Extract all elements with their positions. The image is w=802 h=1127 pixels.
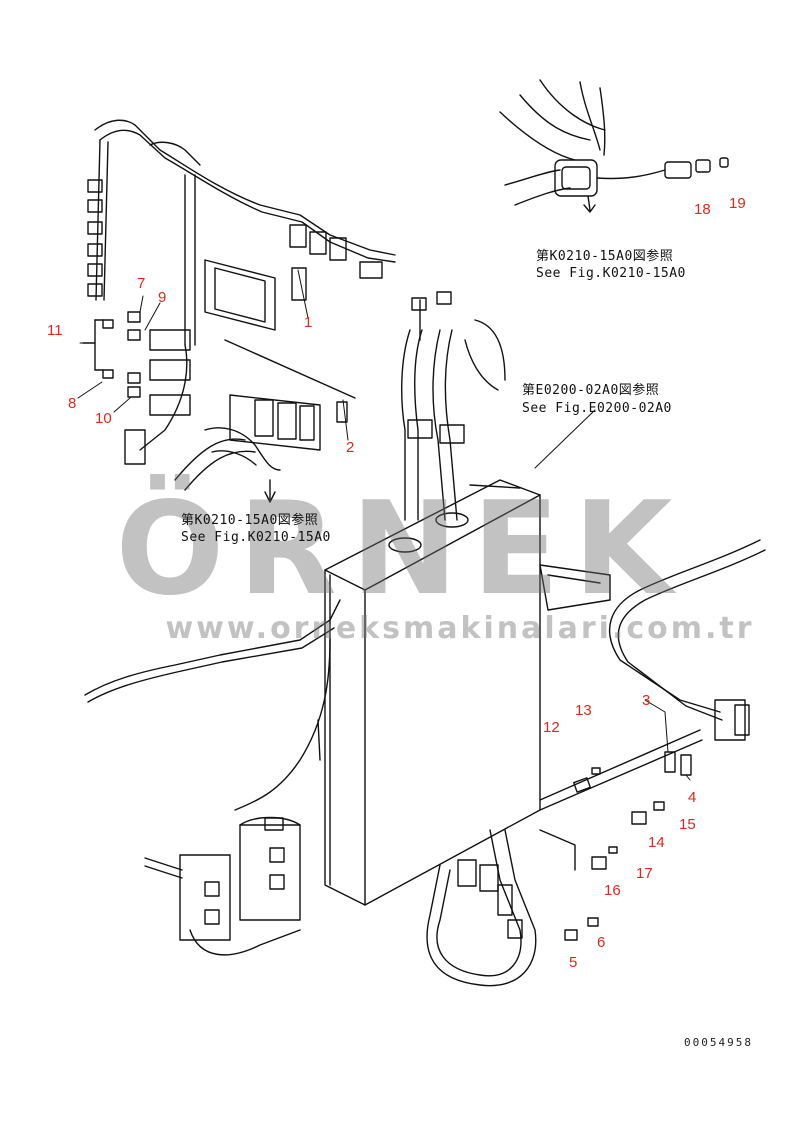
- watermark-url: www.orneksmakinalari.com.tr: [165, 611, 755, 646]
- callout-11: 11: [47, 322, 63, 339]
- callout-3: 3: [642, 692, 651, 709]
- lower-right-loop: [426, 829, 576, 987]
- lower-left-harness: [84, 599, 341, 956]
- callout-19: 19: [729, 195, 746, 212]
- ref-left-en: See Fig.K0210-15A0: [181, 530, 331, 545]
- callout-17: 17: [636, 865, 653, 882]
- top-right-inset-cable: [499, 79, 729, 213]
- leader-lines: [77, 269, 691, 781]
- center-hose-bundle: [359, 261, 506, 521]
- loose-parts: [82, 311, 692, 941]
- callout-4: 4: [688, 789, 697, 806]
- callout-5: 5: [569, 954, 578, 971]
- callout-2: 2: [346, 439, 355, 456]
- callout-10: 10: [95, 410, 112, 427]
- callout-8: 8: [68, 395, 77, 412]
- callout-16: 16: [604, 882, 621, 899]
- callout-15: 15: [679, 816, 696, 833]
- callout-13: 13: [575, 702, 592, 719]
- watermark-brand: ÖRNEK: [115, 475, 687, 624]
- ref-mid-right-jp: 第E0200-02A0図参照: [522, 383, 660, 398]
- ref-mid-right-en: See Fig.E0200-02A0: [522, 401, 672, 416]
- callout-9: 9: [158, 289, 167, 306]
- ref-left-jp: 第K0210-15A0図参照: [181, 513, 319, 528]
- callout-7: 7: [137, 275, 146, 292]
- left-bracket-assembly: [174, 339, 356, 503]
- ref-top-right-jp: 第K0210-15A0図参照: [536, 249, 674, 264]
- document-number: 00054958: [684, 1036, 753, 1049]
- right-cable-run: [539, 539, 766, 811]
- callout-1: 1: [304, 314, 313, 331]
- upper-left-harness: [87, 119, 396, 465]
- callout-18: 18: [694, 201, 711, 218]
- callout-14: 14: [648, 834, 665, 851]
- callout-6: 6: [597, 934, 606, 951]
- callout-12: 12: [543, 719, 560, 736]
- ref-top-right-en: See Fig.K0210-15A0: [536, 266, 686, 281]
